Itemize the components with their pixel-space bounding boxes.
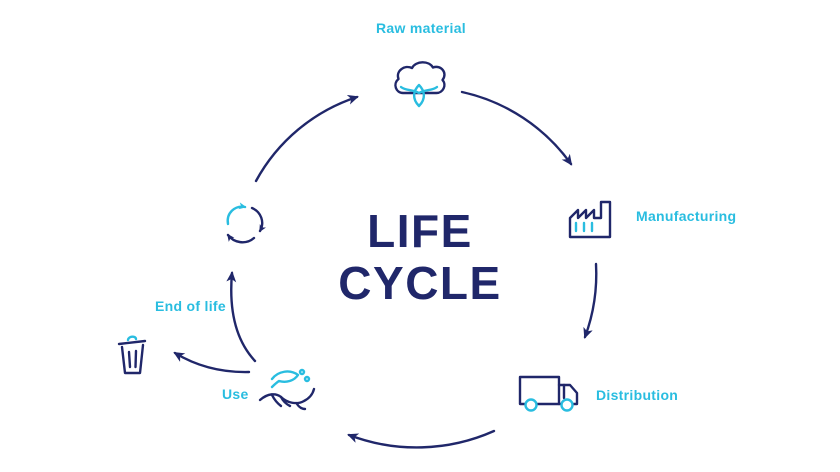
truck-icon [518, 375, 579, 412]
trash-bin-icon [117, 335, 147, 375]
cotton-icon [394, 61, 446, 108]
label-use: Use [222, 386, 249, 402]
diagram-title: LIFE CYCLE [338, 205, 502, 310]
label-manufacturing: Manufacturing [636, 208, 737, 224]
title-line-1: LIFE [367, 205, 473, 257]
label-raw-material: Raw material [376, 20, 466, 36]
title-line-2: CYCLE [338, 256, 502, 309]
arrow-use-to-recycle [226, 271, 257, 363]
arrow-manufacturing-to-distribution [583, 262, 598, 339]
arrow-raw-material-to-manufacturing [460, 90, 573, 166]
factory-icon [568, 200, 612, 239]
recycle-icon [226, 202, 266, 244]
hands-washing-icon [258, 368, 316, 411]
arrow-use-to-end-of-life [173, 351, 251, 374]
label-distribution: Distribution [596, 387, 679, 403]
arrow-distribution-to-use [347, 429, 496, 449]
arrow-recycle-to-raw-material [254, 95, 359, 183]
label-end-of-life: End of life [155, 298, 226, 314]
